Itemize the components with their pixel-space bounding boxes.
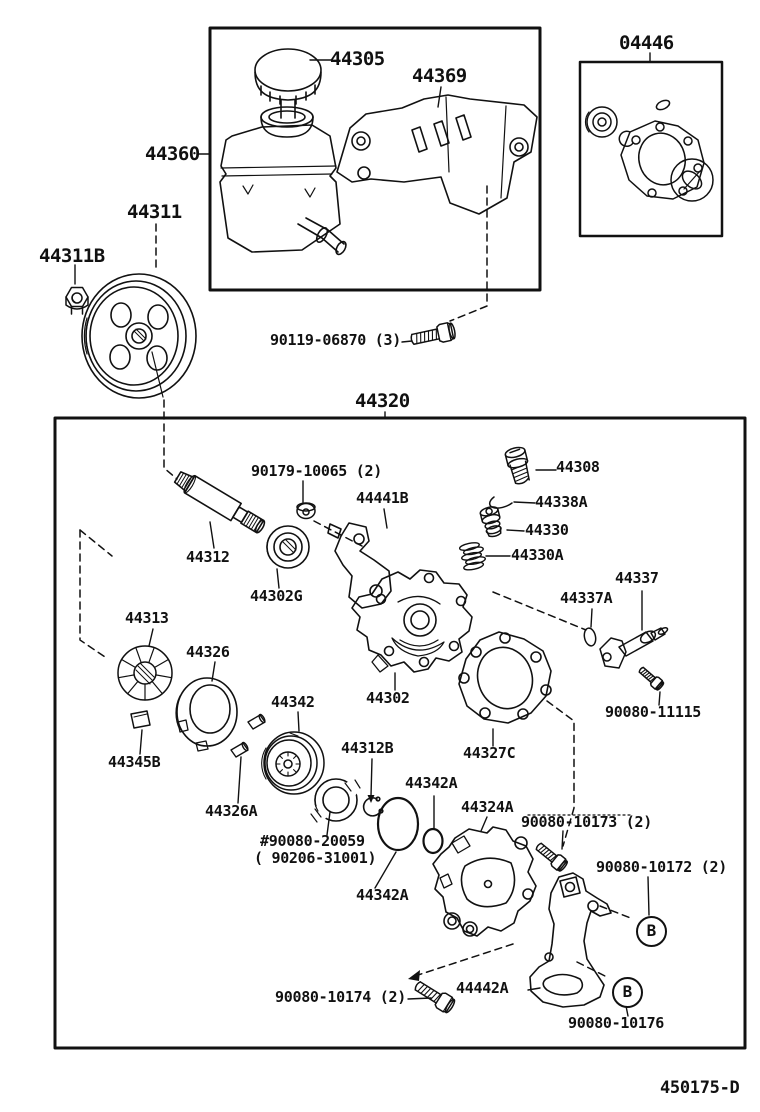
- large-oring-drawing: [378, 798, 418, 850]
- callout-44330: 44330: [525, 521, 569, 539]
- callout-44345B: 44345B: [108, 753, 161, 771]
- pump-rear-body-drawing: [433, 827, 536, 936]
- pump-shaft-drawing: [173, 468, 268, 536]
- rotor-drawing: [118, 646, 172, 700]
- cam-ring-drawing: [176, 678, 237, 751]
- vane-plate-drawing: [131, 711, 150, 728]
- callout-90080-20059: #90080-20059: [260, 832, 365, 850]
- diagram-code: 450175-D: [660, 1078, 740, 1098]
- callout-44337A: 44337A: [560, 589, 613, 607]
- callout-44342A-front: 44342A: [405, 774, 458, 792]
- callout-90080-10172: 90080-10172 (2): [596, 858, 727, 876]
- reservoir-bolt-drawing: [408, 320, 458, 350]
- retainer-plate-drawing: [311, 778, 362, 823]
- pump-assembly-box: [55, 418, 745, 1048]
- arrowhead: [408, 970, 420, 981]
- front-bracket-drawing: [328, 523, 391, 608]
- seal-kit-contents-drawing: [585, 98, 713, 201]
- callout-44330A: 44330A: [511, 546, 564, 564]
- coupling-hub-drawing: [262, 732, 324, 794]
- reservoir-bracket-drawing: [337, 95, 537, 214]
- callout-44320: 44320: [355, 390, 410, 412]
- callout-90080-10173: 90080-10173 (2): [521, 813, 652, 831]
- callout-44312B: 44312B: [341, 739, 394, 757]
- callout-44338A: 44338A: [535, 493, 588, 511]
- sensor-oring-drawing: [583, 627, 598, 647]
- callout-44326: 44326: [186, 643, 230, 661]
- flow-control-valve-drawing: [479, 505, 504, 538]
- badge-b-upper: B: [636, 916, 667, 947]
- callout-44327C: 44327C: [463, 744, 516, 762]
- callout-44311B: 44311B: [39, 245, 105, 267]
- shaft-nut-drawing: [297, 503, 315, 519]
- callout-90080-10174: 90080-10174 (2): [275, 988, 406, 1006]
- reservoir-group-box: [210, 28, 540, 290]
- callout-44342A-rear: 44342A: [356, 886, 409, 904]
- callout-44360: 44360: [145, 143, 200, 165]
- callout-44324A: 44324A: [461, 798, 514, 816]
- pressure-sensor-drawing: [600, 626, 669, 668]
- badge-b-lower: B: [612, 977, 643, 1008]
- reservoir-body-drawing: [220, 125, 348, 256]
- dowel-pins-drawing: [231, 714, 266, 757]
- bearing-drawing: [267, 526, 309, 568]
- callout-44305: 44305: [330, 48, 385, 70]
- pump-front-body-drawing: [352, 570, 472, 672]
- pressure-union-drawing: [504, 446, 532, 486]
- callout-44302G: 44302G: [250, 587, 303, 605]
- callout-90179-10065: 90179-10065 (2): [251, 462, 382, 480]
- assembly-axis-lines: [80, 186, 633, 978]
- bolt-10174-drawing: [411, 977, 458, 1016]
- callout-90206-31001: ( 90206-31001): [254, 849, 377, 867]
- pulley-drawing: [82, 274, 196, 398]
- callout-44369: 44369: [412, 65, 467, 87]
- callout-44326A: 44326A: [205, 802, 258, 820]
- rear-bracket-drawing: [530, 873, 611, 1007]
- bolt-11115-drawing: [636, 664, 666, 692]
- callout-44312: 44312: [186, 548, 230, 566]
- callout-44441B: 44441B: [356, 489, 409, 507]
- callout-44342: 44342: [271, 693, 315, 711]
- body-gasket-drawing: [459, 632, 551, 723]
- callout-44308: 44308: [556, 458, 600, 476]
- callout-90119-06870: 90119-06870 (3): [270, 331, 401, 349]
- callout-90080-11115: 90080-11115: [605, 703, 702, 721]
- callout-04446: 04446: [619, 32, 674, 54]
- leader-lines: [75, 53, 660, 1016]
- callout-90080-10176: 90080-10176: [568, 1014, 665, 1032]
- callout-44442A: 44442A: [456, 979, 509, 997]
- valve-spring-drawing: [459, 541, 487, 572]
- pulley-nut-drawing: [66, 288, 88, 315]
- callout-44302: 44302: [366, 689, 410, 707]
- callout-44313: 44313: [125, 609, 169, 627]
- callout-44337: 44337: [615, 569, 659, 587]
- reservoir-cap-drawing: [255, 49, 321, 137]
- small-oring-drawing: [424, 829, 443, 853]
- callout-44311: 44311: [127, 201, 182, 223]
- seal-kit-box: [580, 62, 722, 236]
